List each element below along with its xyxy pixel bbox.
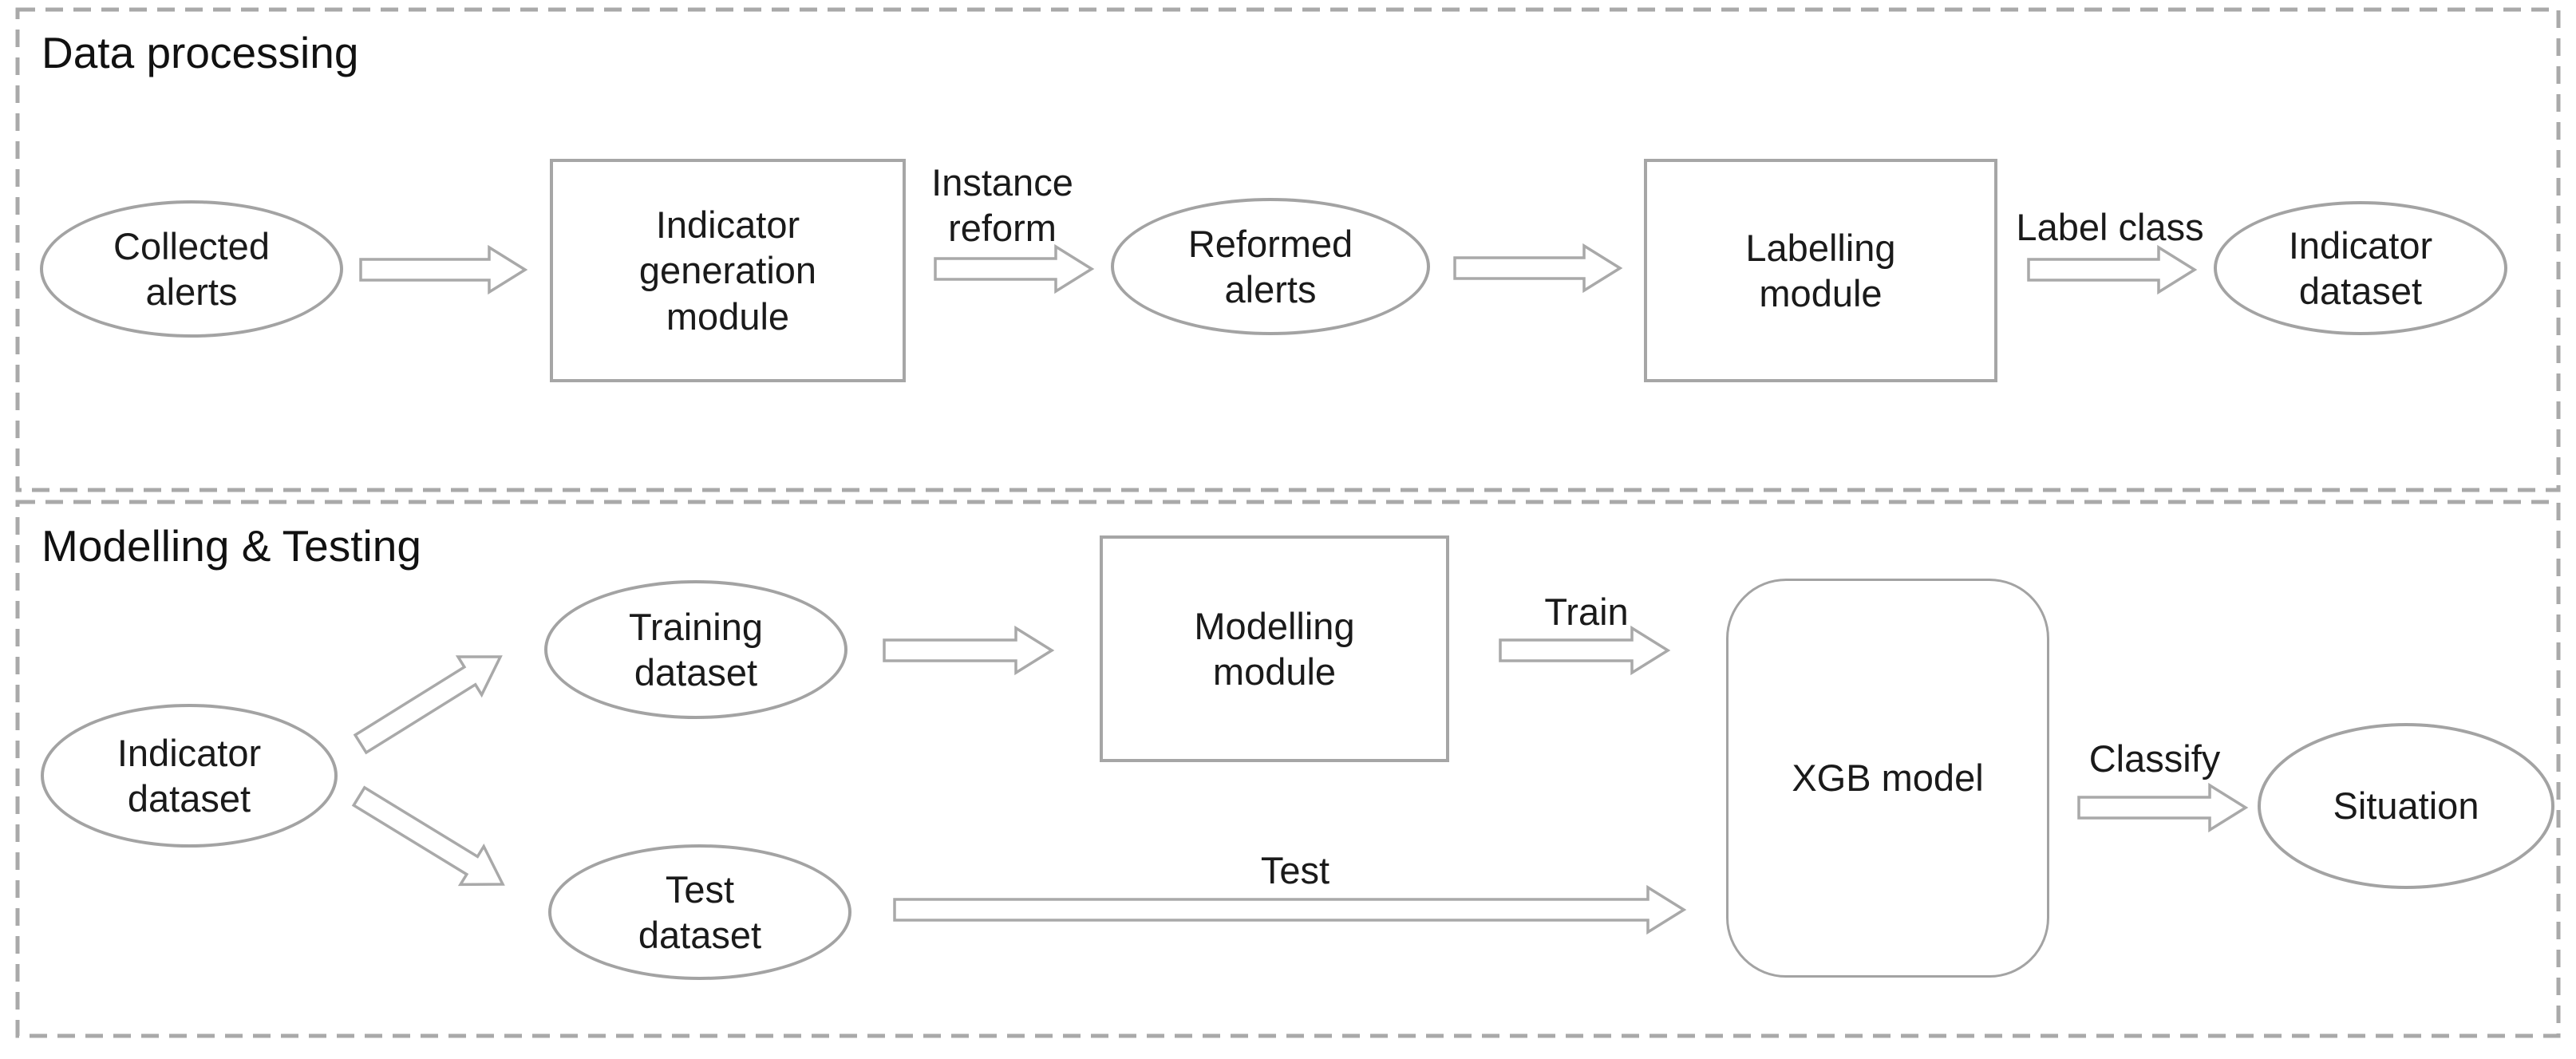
node-indicator-generation-module: Indicator generation module xyxy=(550,159,906,382)
node-indicator-dataset-top: Indicator dataset xyxy=(2214,201,2507,335)
arrow-test xyxy=(893,884,1687,935)
node-label: Training dataset xyxy=(628,605,764,693)
edge-label-classify: Classify xyxy=(2088,737,2221,780)
node-collected-alerts: Collected alerts xyxy=(40,200,343,338)
node-label: Modelling module xyxy=(1194,604,1355,693)
arrow-classify xyxy=(2077,782,2249,833)
data-processing-panel-border xyxy=(15,7,2561,492)
section-title-modelling-testing: Modelling & Testing xyxy=(41,521,421,571)
node-test-dataset: Test dataset xyxy=(548,844,851,980)
node-xgb-model: XGB model xyxy=(1726,579,2049,978)
edge-label-label-class: Label class xyxy=(2016,206,2204,248)
edge-label-train: Train xyxy=(1544,591,1629,633)
arrow-training-to-modelling xyxy=(883,625,1055,676)
arrow-reformed-to-labelling xyxy=(1453,243,1623,294)
node-labelling-module: Labelling module xyxy=(1644,159,1997,382)
modelling-testing-panel-border xyxy=(15,500,2561,1038)
node-label: Labelling module xyxy=(1745,226,1896,314)
arrow-train xyxy=(1499,625,1671,676)
node-label: Test dataset xyxy=(638,867,762,956)
arrow-indicator-to-test xyxy=(351,785,505,887)
node-modelling-module: Modelling module xyxy=(1100,535,1449,762)
arrow-label-class xyxy=(2027,244,2198,295)
arrow-indicator-to-training xyxy=(353,655,503,755)
node-reformed-alerts: Reformed alerts xyxy=(1111,198,1430,335)
node-label: XGB model xyxy=(1792,757,1984,800)
node-label: Situation xyxy=(2333,784,2479,828)
arrow-instance-reform xyxy=(934,243,1095,294)
node-label: Indicator dataset xyxy=(2288,223,2433,312)
section-title-data-processing: Data processing xyxy=(41,28,359,77)
node-training-dataset: Training dataset xyxy=(544,580,847,719)
node-label: Indicator generation module xyxy=(638,204,817,338)
node-label: Reformed alerts xyxy=(1187,222,1353,310)
edge-label-test: Test xyxy=(1260,849,1330,891)
node-label: Collected alerts xyxy=(113,224,270,313)
edge-label-instance-reform: Instance reform xyxy=(931,161,1073,250)
arrow-collected-to-indicator-generation xyxy=(359,244,528,295)
node-situation: Situation xyxy=(2258,723,2554,889)
node-indicator-dataset-bottom: Indicator dataset xyxy=(41,704,338,848)
node-label: Indicator dataset xyxy=(117,731,262,820)
